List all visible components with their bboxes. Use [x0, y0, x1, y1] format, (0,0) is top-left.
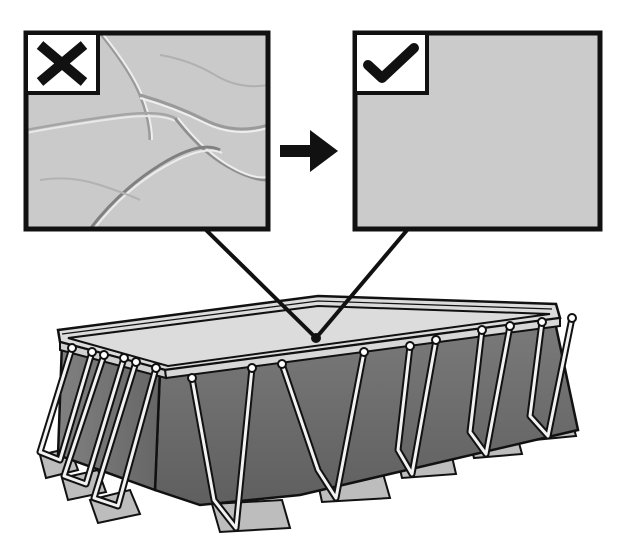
check-mark-icon	[353, 31, 429, 95]
arrow-right-icon	[280, 130, 338, 172]
x-mark-icon	[24, 31, 100, 95]
panel-wrinkled	[23, 30, 271, 232]
pool-leg-joints	[67, 313, 577, 383]
panel-smooth	[352, 30, 603, 232]
callout-lines	[203, 227, 410, 340]
callout-point	[311, 333, 321, 343]
